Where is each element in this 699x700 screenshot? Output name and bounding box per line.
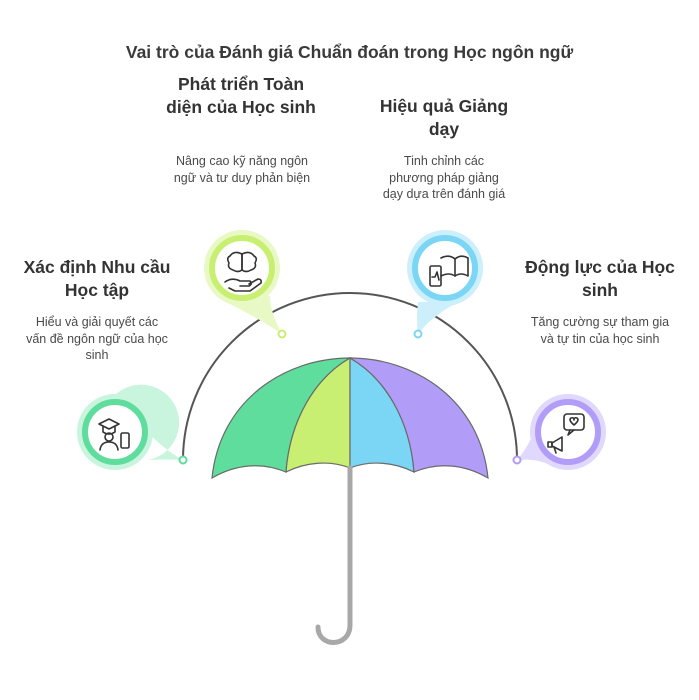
bubble-holistic-development bbox=[204, 230, 282, 334]
heading-student-motivation: Động lực của Học sinh bbox=[525, 257, 675, 300]
description-learning-needs: Hiểu và giải quyết các vấn đề ngôn ngữ c… bbox=[26, 315, 168, 362]
connector-dot bbox=[277, 329, 287, 339]
bubble-teaching-effectiveness bbox=[407, 230, 483, 334]
description-student-motivation: Tăng cường sự tham gia và tự tin của học… bbox=[530, 315, 670, 346]
bubble-learning-needs bbox=[77, 384, 183, 470]
connector-dot bbox=[512, 455, 522, 465]
student-graduation-phone-icon bbox=[98, 418, 130, 451]
description-holistic-development: Nâng cao kỹ năng ngôn ngữ và tư duy phản… bbox=[173, 154, 311, 185]
connector-dot bbox=[413, 329, 423, 339]
megaphone-heart-icon bbox=[547, 413, 585, 454]
phone-book-icon bbox=[429, 255, 469, 287]
umbrella-handle bbox=[315, 465, 353, 645]
brain-in-hand-icon bbox=[224, 251, 262, 292]
heading-teaching-effectiveness: Hiệu quả Giảng dạy bbox=[379, 96, 509, 139]
bubble-student-motivation bbox=[517, 394, 606, 470]
connector-dot bbox=[178, 455, 188, 465]
heading-learning-needs: Xác định Nhu cầu Học tập bbox=[23, 257, 171, 300]
description-teaching-effectiveness: Tinh chỉnh các phương pháp giảng dạy dựa… bbox=[382, 154, 506, 201]
umbrella-panel-purple bbox=[347, 357, 489, 480]
umbrella-panel-lime bbox=[285, 356, 351, 474]
heading-holistic-development: Phát triển Toàn diện của Học sinh bbox=[166, 74, 316, 117]
diagram-title: Vai trò của Đánh giá Chuẩn đoán trong Họ… bbox=[125, 42, 574, 62]
connector-arc bbox=[182, 292, 518, 461]
